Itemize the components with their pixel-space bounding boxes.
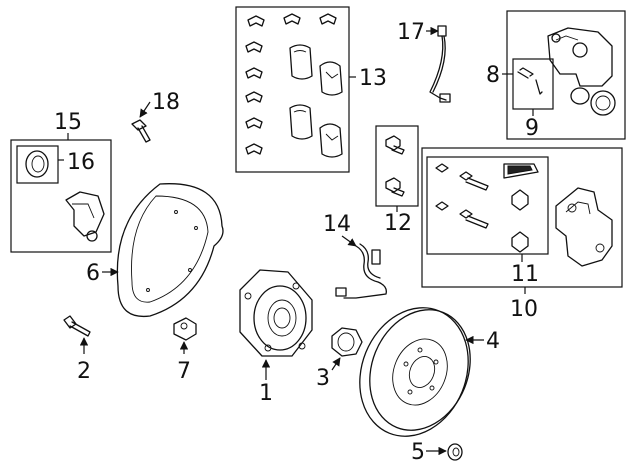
- anti-rattle-clips: [245, 13, 337, 155]
- callout-3: 3: [316, 366, 330, 391]
- callout-6: 6: [86, 261, 100, 286]
- parking-brake-group: 15 16: [10, 110, 112, 253]
- nut-7: 7: [173, 317, 197, 384]
- bracket-outer-box: [421, 147, 623, 288]
- bleeder-box: [512, 58, 554, 110]
- callout-11: 11: [511, 262, 539, 287]
- brake-rotor: 4: [359, 307, 500, 437]
- dust-shield: 6: [86, 183, 224, 318]
- pad-wear-sensor: 17: [397, 20, 451, 103]
- pad-kit-box: [235, 6, 350, 173]
- callout-2: 2: [77, 359, 91, 384]
- callout-15: 15: [54, 110, 82, 135]
- rotor-screw: 5: [411, 440, 463, 465]
- bracket-kit-group: 11 10: [421, 147, 623, 322]
- brake-pads: [289, 44, 343, 158]
- abs-sensor: 14: [323, 212, 387, 299]
- callout-16: 16: [67, 150, 95, 175]
- callout-18: 18: [152, 90, 180, 115]
- pad-kit-group: 13: [235, 6, 387, 173]
- hub-nut: 3: [316, 327, 363, 391]
- callout-13: 13: [359, 66, 387, 91]
- callout-8: 8: [486, 63, 500, 88]
- guide-bolts-group: 12: [375, 125, 419, 236]
- seal-box: [16, 145, 59, 184]
- callout-1: 1: [259, 381, 273, 406]
- callout-17: 17: [397, 20, 425, 45]
- callout-9: 9: [525, 116, 539, 141]
- caliper-group: 8 9: [486, 10, 626, 141]
- callout-12: 12: [384, 211, 412, 236]
- callout-7: 7: [177, 359, 191, 384]
- bolt-18: 18: [131, 90, 180, 143]
- bolt-2: 2: [63, 315, 91, 384]
- callout-14: 14: [323, 212, 351, 237]
- parking-brake-box: [10, 139, 112, 253]
- callout-4: 4: [486, 329, 500, 354]
- caliper-box: [506, 10, 626, 140]
- hub-bearing: 1: [239, 269, 313, 406]
- callout-10: 10: [510, 297, 538, 322]
- callout-5: 5: [411, 440, 425, 465]
- hardware-box: [426, 156, 549, 255]
